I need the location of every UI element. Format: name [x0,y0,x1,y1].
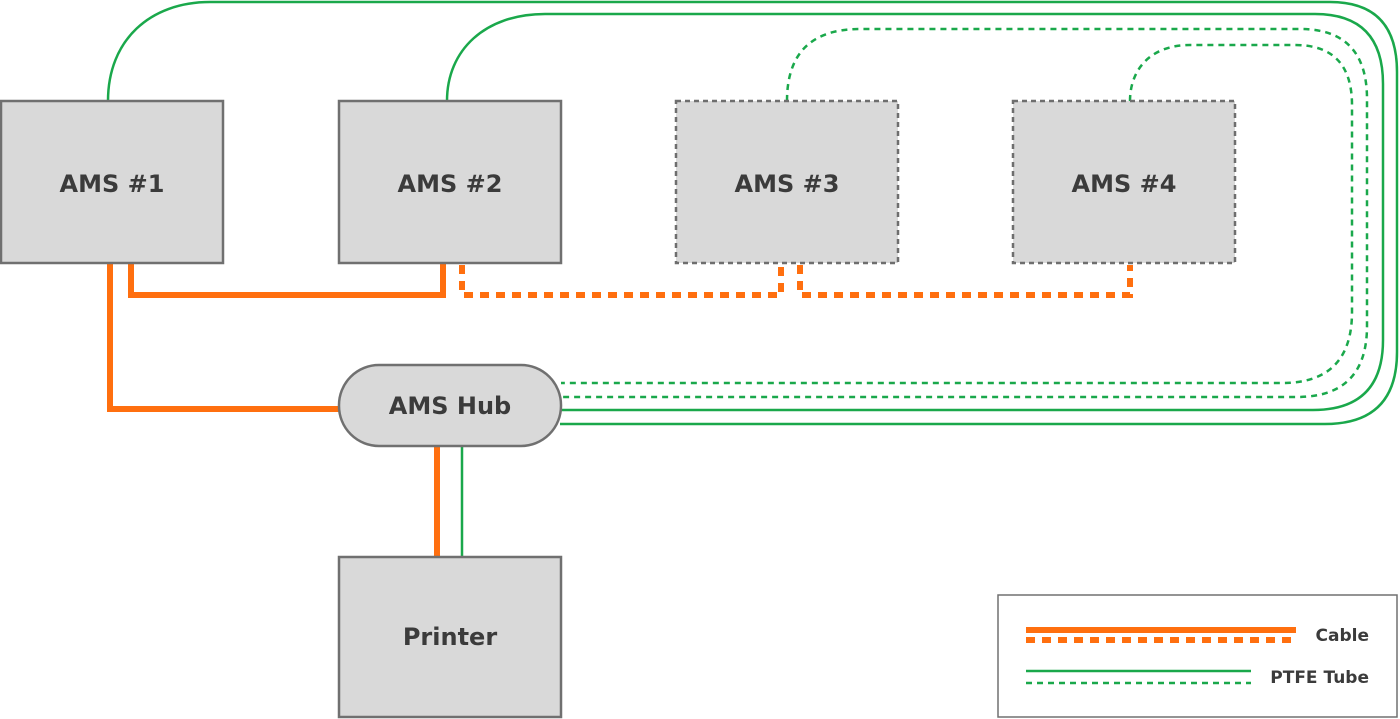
cables [107,263,1133,557]
ptfe-tube-ams4 [561,43,1354,385]
node-ams2-label: AMS #2 [398,170,503,198]
ptfe-tube-ams3 [561,27,1369,399]
cable-ams1-ams2 [128,263,446,298]
legend-box [997,594,1398,718]
ptfe-tube-ams2 [445,12,1385,412]
legend-cable-label: Cable [1316,626,1369,646]
ptfe-tubes [106,0,1399,557]
ptfe-tube-ams1 [106,0,1399,426]
cable-ams1-hub [107,263,340,412]
node-printer-label: Printer [403,623,497,651]
legend: Cable PTFE Tube [997,594,1398,718]
cable-ams3-ams4 [797,265,1133,298]
node-ams1: AMS #1 [0,99,225,265]
node-ams4: AMS #4 [1011,99,1237,265]
cable-ams2-ams3 [459,265,784,298]
node-ams2: AMS #2 [337,99,563,265]
node-ams-hub: AMS Hub [337,363,563,448]
node-ams4-label: AMS #4 [1072,170,1177,198]
node-ams-hub-label: AMS Hub [389,392,511,420]
node-printer: Printer [337,555,563,719]
node-ams3-label: AMS #3 [735,170,840,198]
legend-ptfe-label: PTFE Tube [1270,668,1369,688]
node-ams1-label: AMS #1 [60,170,165,198]
node-ams3: AMS #3 [674,99,900,265]
